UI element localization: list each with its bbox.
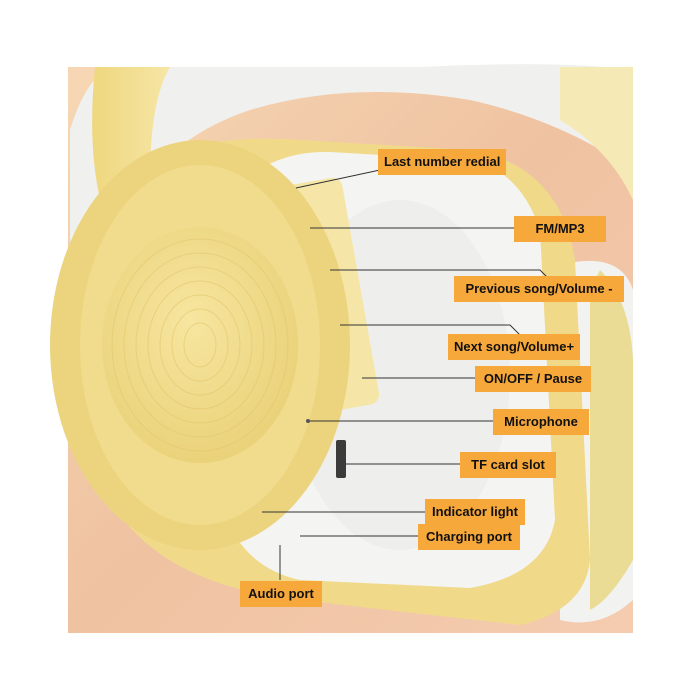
- line-redial: [295, 169, 381, 189]
- label-charging-port: Charging port: [418, 524, 520, 550]
- label-last-number-redial: Last number redial: [378, 149, 506, 175]
- label-microphone: Microphone: [493, 409, 589, 435]
- label-previous-song: Previous song/Volume -: [454, 276, 624, 302]
- label-tf-card-slot: TF card slot: [460, 452, 556, 478]
- label-fm-mp3: FM/MP3: [514, 216, 606, 242]
- label-indicator-light: Indicator light: [425, 499, 525, 525]
- label-on-off-pause: ON/OFF / Pause: [475, 366, 591, 392]
- headband: [70, 64, 633, 300]
- cap-swirl: [111, 238, 289, 452]
- label-next-song: Next song/Volume+: [448, 334, 580, 360]
- mic-hole: [306, 419, 310, 423]
- tf-slot: [336, 440, 346, 478]
- headband-right: [560, 67, 633, 200]
- label-audio-port: Audio port: [240, 581, 322, 607]
- right-earcup-rim: [590, 270, 633, 610]
